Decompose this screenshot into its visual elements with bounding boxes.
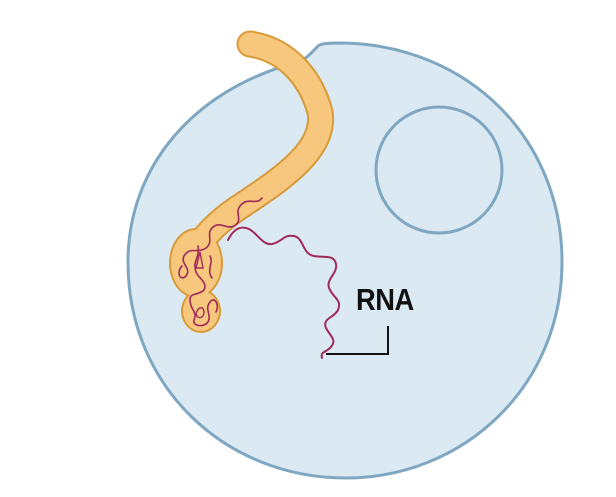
virus-body-fill bbox=[188, 32, 333, 256]
rna-leader-line bbox=[326, 326, 389, 355]
rna-label: RNA bbox=[356, 282, 414, 317]
nucleus bbox=[374, 105, 504, 235]
released-rna-strand bbox=[227, 226, 340, 359]
virus bbox=[169, 30, 335, 333]
virus-core-mark-lower bbox=[195, 307, 205, 319]
coiled-rna-inside-virus bbox=[178, 197, 263, 327]
virus-core-mark bbox=[195, 251, 204, 269]
